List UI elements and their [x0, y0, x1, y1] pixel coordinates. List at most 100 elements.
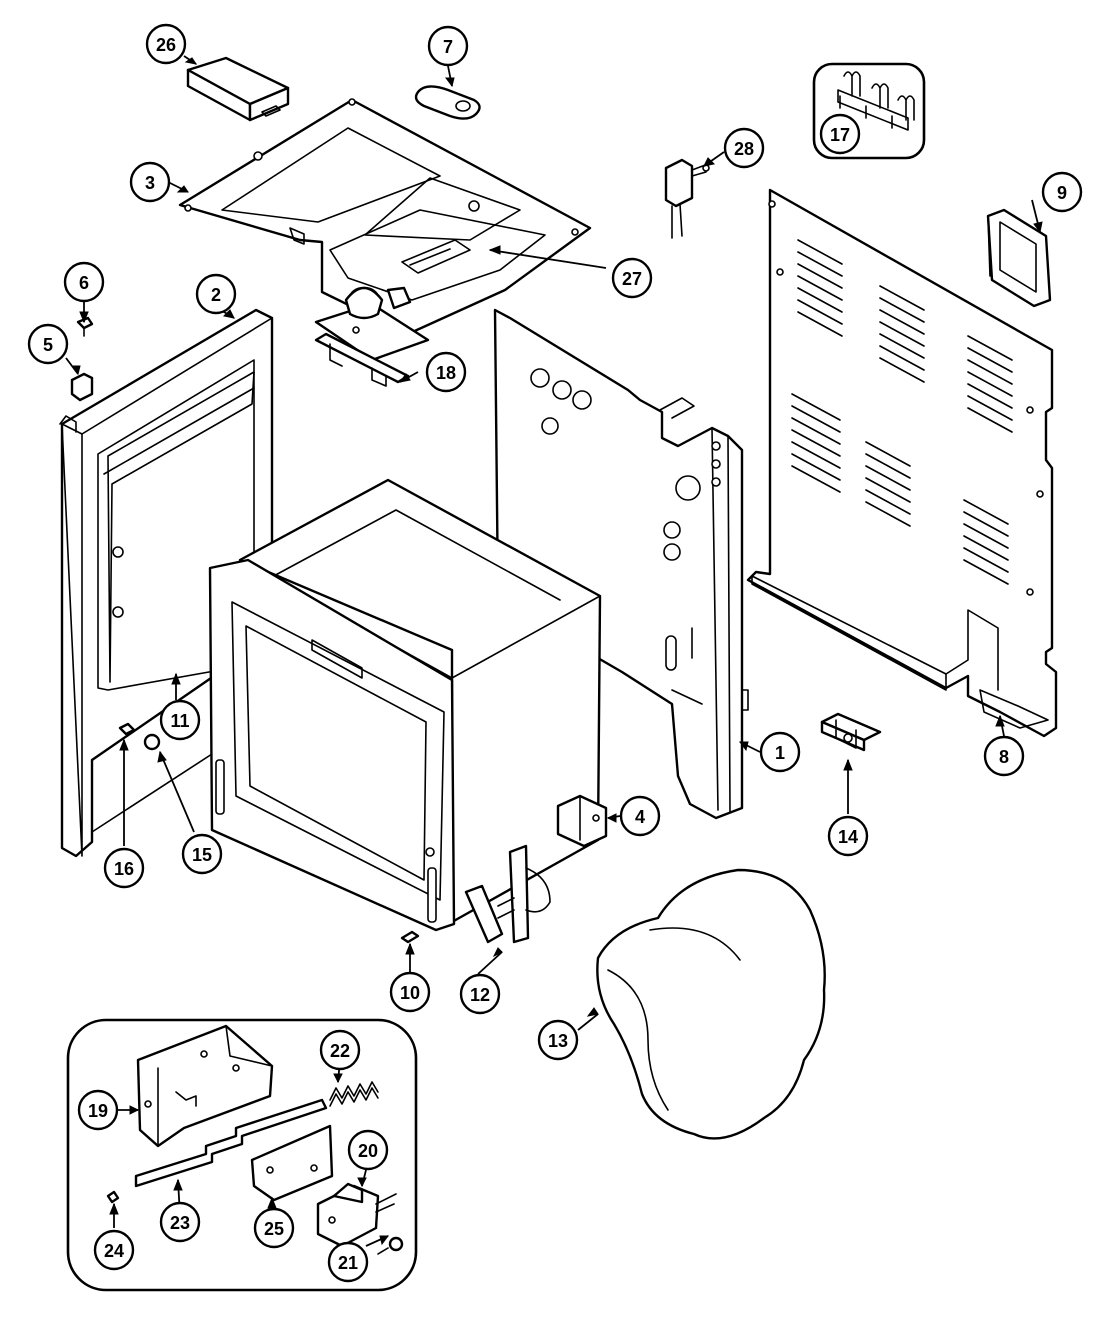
- callout-circle: [327, 1241, 369, 1283]
- callout-number: 6: [79, 273, 89, 293]
- callout-5: 5: [27, 323, 69, 365]
- part-2-left-frame: [59, 308, 274, 858]
- callout-circle: [103, 847, 145, 889]
- callout-26: 26: [145, 23, 187, 65]
- callout-4: 4: [619, 795, 661, 837]
- callout-23: 23: [159, 1201, 201, 1243]
- part-14-clip: [820, 712, 882, 752]
- callout-12: 12: [459, 973, 501, 1015]
- part-25-plate: [250, 1124, 334, 1202]
- callout-number: 23: [170, 1213, 190, 1233]
- callout-labels: 1234567891011121314151617181920212223242…: [27, 23, 1083, 1283]
- part-24-small-piece: [106, 1190, 120, 1204]
- callout-number: 15: [192, 845, 212, 865]
- part-3-top-panel: [178, 98, 592, 336]
- part-18-switch: [314, 286, 430, 387]
- callout-number: 8: [999, 747, 1009, 767]
- callout-number: 24: [104, 1241, 124, 1261]
- callout-6: 6: [63, 261, 105, 303]
- callout-circle: [129, 161, 171, 203]
- callout-circle: [159, 699, 201, 741]
- callout-circle: [27, 323, 69, 365]
- callout-number: 10: [400, 983, 420, 1003]
- callout-number: 3: [145, 173, 155, 193]
- callout-circle: [1041, 171, 1083, 213]
- part-28-sensor: [664, 158, 710, 239]
- callout-21: 21: [327, 1241, 369, 1283]
- leader-arrowheads: [71, 57, 1043, 1246]
- callout-number: 2: [211, 285, 221, 305]
- part-16-screw: [118, 722, 136, 736]
- part-26-control-box: [186, 56, 290, 122]
- callout-22: 22: [319, 1029, 361, 1071]
- callout-number: 16: [114, 859, 134, 879]
- callout-15: 15: [181, 833, 223, 875]
- callout-circle: [537, 1019, 579, 1061]
- callout-circle: [195, 273, 237, 315]
- callout-number: 22: [330, 1041, 350, 1061]
- callout-19: 19: [77, 1089, 119, 1131]
- callout-2: 2: [195, 273, 237, 315]
- part-4-bracket: [556, 794, 608, 848]
- callout-number: 13: [548, 1031, 568, 1051]
- callout-circle: [759, 731, 801, 773]
- part-20-switch: [316, 1182, 397, 1248]
- callout-number: 1: [775, 743, 785, 763]
- vent-slots: [791, 239, 1013, 585]
- callout-circle: [63, 261, 105, 303]
- callout-circle: [347, 1129, 389, 1171]
- callout-circle: [983, 735, 1025, 777]
- callout-11: 11: [159, 699, 201, 741]
- callout-number: 14: [838, 827, 858, 847]
- callout-20: 20: [347, 1129, 389, 1171]
- callout-3: 3: [129, 161, 171, 203]
- part-9-bracket: [986, 208, 1052, 308]
- callout-circle: [253, 1207, 295, 1249]
- part-15-screw: [143, 733, 161, 751]
- part-10-screw: [400, 930, 420, 944]
- callout-number: 19: [88, 1101, 108, 1121]
- oven-front-frame: [208, 558, 456, 932]
- callout-14: 14: [827, 815, 869, 857]
- callout-circle: [389, 971, 431, 1013]
- callout-8: 8: [983, 735, 1025, 777]
- callout-13: 13: [537, 1019, 579, 1061]
- callout-number: 20: [358, 1141, 378, 1161]
- callout-16: 16: [103, 847, 145, 889]
- callout-number: 9: [1057, 183, 1067, 203]
- callout-circle: [181, 833, 223, 875]
- callout-27: 27: [611, 257, 653, 299]
- callout-25: 25: [253, 1207, 295, 1249]
- callout-circle: [459, 973, 501, 1015]
- callout-7: 7: [427, 25, 469, 67]
- part-7-button: [414, 85, 481, 120]
- callout-circle: [145, 23, 187, 65]
- callout-number: 5: [43, 335, 53, 355]
- callout-10: 10: [389, 971, 431, 1013]
- callout-circle: [827, 815, 869, 857]
- callout-number: 11: [170, 711, 189, 731]
- callout-number: 4: [635, 807, 645, 827]
- callout-circle: [819, 113, 861, 155]
- part-23-lock-rod: [134, 1098, 328, 1188]
- callout-number: 28: [734, 139, 754, 159]
- callout-circle: [619, 795, 661, 837]
- callout-circle: [427, 25, 469, 67]
- callout-18: 18: [425, 351, 467, 393]
- callout-1: 1: [759, 731, 801, 773]
- part-5-clip: [70, 372, 94, 402]
- part-12-hinge: [464, 844, 551, 944]
- part-13-insulation: [596, 868, 826, 1140]
- callout-circle: [319, 1029, 361, 1071]
- part-17-inset: [812, 62, 926, 160]
- callout-circle: [93, 1229, 135, 1271]
- callout-number: 26: [156, 35, 176, 55]
- callout-28: 28: [723, 127, 765, 169]
- part-rear-panel: [746, 188, 1058, 738]
- part-19-lock-bracket: [136, 1024, 274, 1148]
- callout-number: 12: [470, 985, 490, 1005]
- callout-number: 21: [338, 1253, 358, 1273]
- part-22-spring: [329, 1081, 379, 1107]
- part-1-side-panel: [493, 308, 749, 820]
